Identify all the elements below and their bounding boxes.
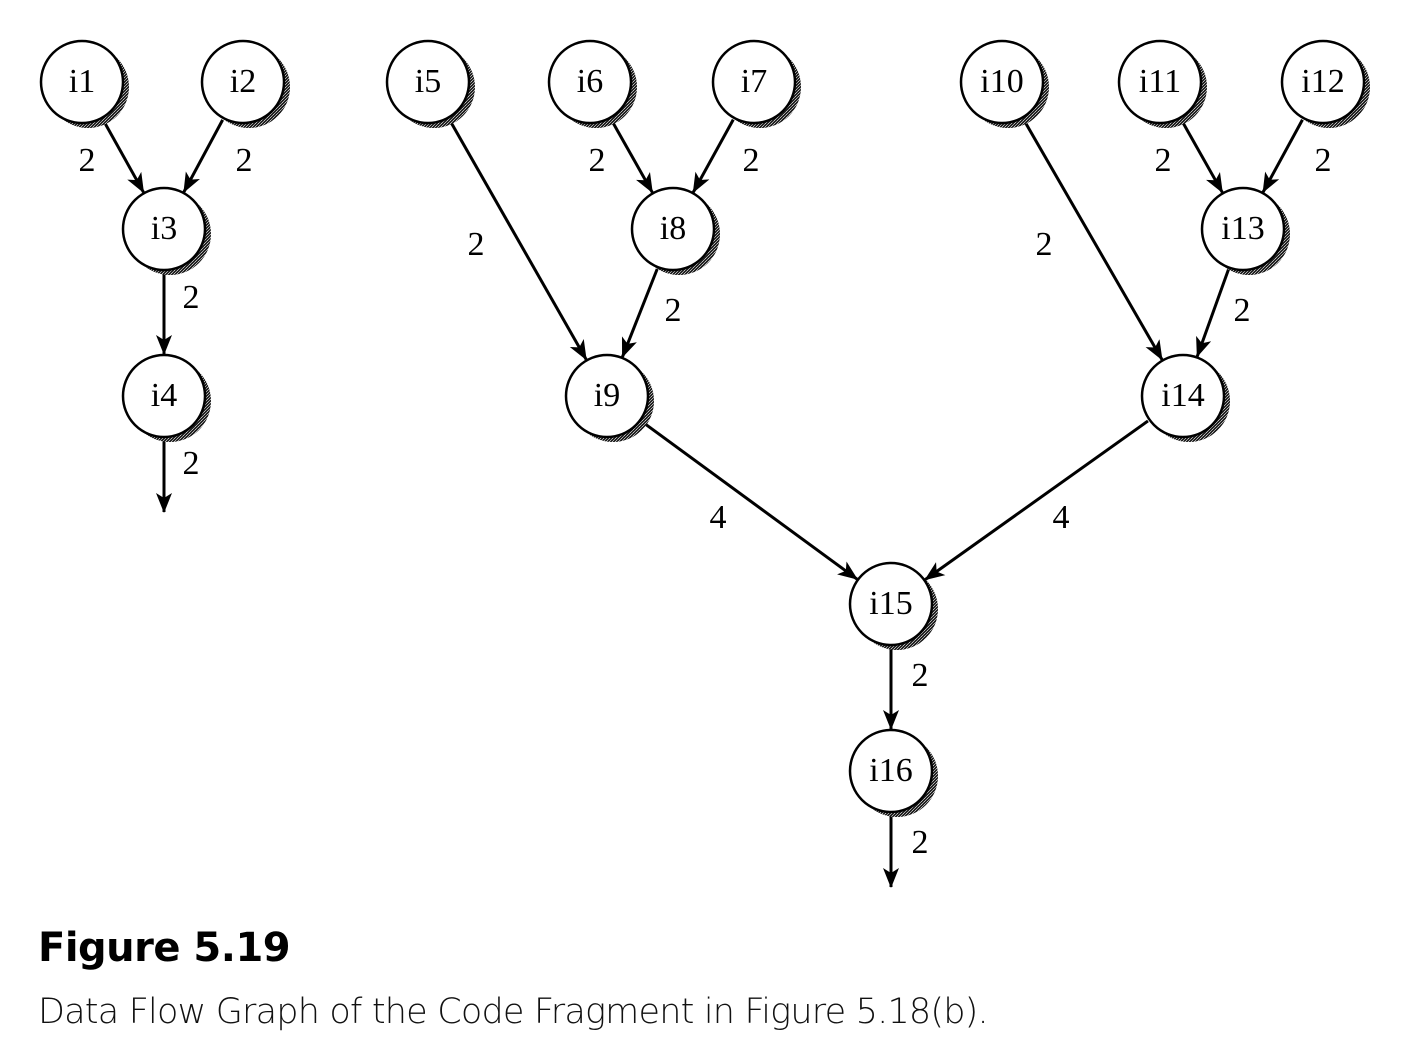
figure-caption: Data Flow Graph of the Code Fragment in … xyxy=(38,992,989,1032)
node-circle xyxy=(630,186,716,272)
edge-i7-i8 xyxy=(691,118,735,194)
node-i10: i10 xyxy=(959,39,1049,128)
edge-weight-label: 2 xyxy=(912,824,929,861)
node-circle xyxy=(1200,186,1286,272)
edge-weight-label: 2 xyxy=(236,142,253,179)
edge-weight-label: 2 xyxy=(912,657,929,694)
node-i12: i12 xyxy=(1280,39,1370,128)
edge-weight-label: 2 xyxy=(183,279,200,316)
node-i6: i6 xyxy=(547,39,637,128)
edge-i5-i9 xyxy=(447,118,588,361)
edge-labels-layer: 2 2 2 2 2 2 2 2 2 2 2 2 4 4 2 2 xyxy=(79,142,1332,861)
node-label: i8 xyxy=(660,210,686,247)
node-label: i3 xyxy=(151,210,177,247)
edge-i11-i13 xyxy=(1179,118,1224,194)
node-label: i12 xyxy=(1301,63,1344,100)
edges-layer xyxy=(101,118,1304,888)
node-circle xyxy=(200,39,286,125)
edge-weight-label: 4 xyxy=(1053,499,1070,536)
node-label: i15 xyxy=(869,585,912,622)
node-i15: i15 xyxy=(848,561,938,650)
figure-title: Figure 5.19 xyxy=(38,925,291,971)
edge-weight-label: 2 xyxy=(468,226,485,263)
edge-weight-label: 2 xyxy=(743,142,760,179)
edge-weight-label: 2 xyxy=(589,142,606,179)
node-label: i5 xyxy=(415,63,441,100)
node-label: i14 xyxy=(1161,377,1204,414)
edge-weight-label: 2 xyxy=(665,292,682,329)
node-circle xyxy=(1117,39,1203,125)
node-i4: i4 xyxy=(121,353,211,442)
node-i7: i7 xyxy=(711,39,801,128)
node-i14: i14 xyxy=(1140,353,1230,442)
edge-weight-label: 4 xyxy=(710,499,727,536)
edge-i12-i13 xyxy=(1261,119,1304,193)
node-label: i16 xyxy=(869,752,912,789)
node-circle xyxy=(385,39,471,125)
edge-i10-i14 xyxy=(1022,118,1164,361)
node-label: i7 xyxy=(741,63,767,100)
node-circle xyxy=(39,39,125,125)
node-i11: i11 xyxy=(1117,39,1207,128)
node-label: i6 xyxy=(577,63,603,100)
node-i1: i1 xyxy=(39,39,129,128)
node-circle xyxy=(1140,353,1226,439)
edge-i1-i3 xyxy=(101,118,145,194)
edge-weight-label: 2 xyxy=(1036,226,1053,263)
node-i8: i8 xyxy=(630,186,720,275)
node-label: i9 xyxy=(594,377,620,414)
node-label: i10 xyxy=(980,63,1023,100)
node-circle xyxy=(1280,39,1366,125)
node-label: i2 xyxy=(230,63,256,100)
node-label: i11 xyxy=(1139,63,1181,100)
node-label: i13 xyxy=(1221,210,1264,247)
node-circle xyxy=(564,353,650,439)
edge-i2-i3 xyxy=(182,119,224,193)
node-label: i4 xyxy=(151,377,177,414)
edge-weight-label: 2 xyxy=(1155,142,1172,179)
node-circle xyxy=(959,39,1045,125)
edge-i6-i8 xyxy=(609,118,654,194)
node-circle xyxy=(121,353,207,439)
edge-weight-label: 2 xyxy=(1315,142,1332,179)
node-circle xyxy=(848,728,934,814)
node-circle xyxy=(547,39,633,125)
edge-weight-label: 2 xyxy=(79,142,96,179)
node-i16: i16 xyxy=(848,728,938,817)
edge-weight-label: 2 xyxy=(1234,292,1251,329)
node-circle xyxy=(121,186,207,272)
node-circle xyxy=(711,39,797,125)
nodes-layer: i1 i2 i3 i4 i5 i6 i7 i8 i9 i10 i11 i12 i13 i14 i15 i16 xyxy=(39,39,1370,817)
edge-weight-label: 2 xyxy=(183,445,200,482)
edge-i13-i14 xyxy=(1195,268,1230,358)
node-i13: i13 xyxy=(1200,186,1290,275)
edge-i14-i15 xyxy=(924,419,1149,581)
edge-i9-i15 xyxy=(640,420,859,581)
node-i5: i5 xyxy=(385,39,475,128)
node-circle xyxy=(848,561,934,647)
node-i3: i3 xyxy=(121,186,211,275)
node-i9: i9 xyxy=(564,353,654,442)
node-i2: i2 xyxy=(200,39,290,128)
edge-i8-i9 xyxy=(621,268,659,358)
node-label: i1 xyxy=(69,63,95,100)
